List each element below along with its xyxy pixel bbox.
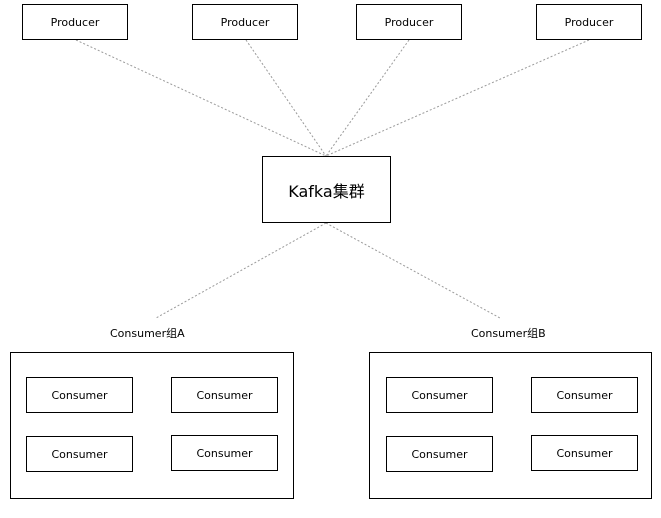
producer-label: Producer: [50, 15, 100, 29]
consumer-label: Consumer: [51, 447, 108, 461]
connector-producer-4-to-cluster: [325, 39, 590, 157]
consumer-group-a-label: Consumer组A: [110, 327, 185, 340]
connector-producer-2-to-cluster: [245, 39, 327, 157]
consumer-label: Consumer: [556, 388, 613, 402]
consumer-label: Consumer: [411, 388, 468, 402]
consumer-box-a-1: Consumer: [26, 377, 133, 413]
consumer-box-a-2: Consumer: [171, 377, 278, 413]
consumer-label: Consumer: [411, 447, 468, 461]
producer-box-3: Producer: [356, 4, 462, 40]
consumer-box-b-2: Consumer: [531, 377, 638, 413]
consumer-box-a-4: Consumer: [171, 435, 278, 471]
consumer-box-a-3: Consumer: [26, 436, 133, 472]
consumer-label: Consumer: [556, 446, 613, 460]
consumer-label: Consumer: [196, 446, 253, 460]
kafka-cluster-label: Kafka集群: [288, 181, 365, 201]
consumer-group-b-label: Consumer组B: [471, 327, 546, 340]
producer-label: Producer: [220, 15, 270, 29]
connector-producer-3-to-cluster: [325, 39, 410, 157]
producer-label: Producer: [384, 15, 434, 29]
producer-label: Producer: [564, 15, 614, 29]
connector-cluster-to-group-b: [325, 222, 501, 319]
producer-box-4: Producer: [536, 4, 642, 40]
kafka-cluster-box: Kafka集群: [262, 156, 391, 223]
producer-box-2: Producer: [192, 4, 298, 40]
consumer-box-b-4: Consumer: [531, 435, 638, 471]
consumer-group-b-frame: [369, 352, 652, 499]
connector-producer-1-to-cluster: [75, 39, 327, 157]
consumer-label: Consumer: [196, 388, 253, 402]
consumer-group-a-frame: [10, 352, 294, 499]
consumer-label: Consumer: [51, 388, 108, 402]
consumer-box-b-3: Consumer: [386, 436, 493, 472]
connector-cluster-to-group-a: [155, 222, 327, 319]
producer-box-1: Producer: [22, 4, 128, 40]
consumer-box-b-1: Consumer: [386, 377, 493, 413]
